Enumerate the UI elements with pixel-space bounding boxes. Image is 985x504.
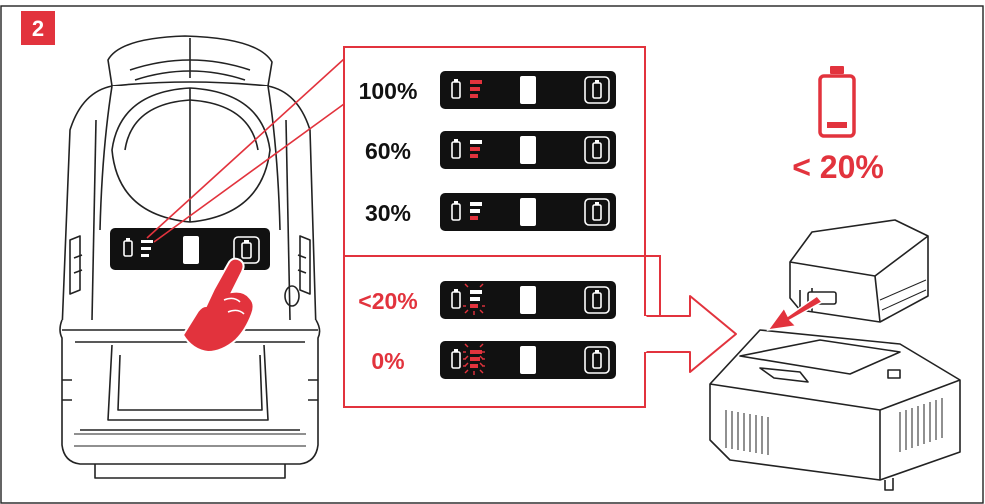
- low-battery-label: < 20%: [792, 149, 884, 185]
- battery-low-icon: [820, 66, 854, 136]
- gauge-segment: [470, 80, 482, 84]
- gauge-segment: [470, 209, 480, 213]
- tool-fuel-gauge: [110, 228, 270, 270]
- gauge-segment: [470, 357, 480, 361]
- arrow-right-icon: [645, 296, 736, 372]
- gauge-segment: [470, 94, 478, 98]
- gauge-segment: [470, 147, 480, 151]
- gauge-button: [520, 346, 536, 374]
- gauge-segment: [470, 364, 478, 368]
- level-label: 60%: [365, 138, 411, 164]
- gauge-segment: [470, 350, 482, 354]
- gauge-button: [520, 136, 536, 164]
- gauge-segment: [470, 154, 478, 158]
- step-badge-number: 2: [32, 16, 44, 41]
- level-label: 100%: [359, 78, 418, 104]
- level-label: 30%: [365, 200, 411, 226]
- level-label: <20%: [358, 288, 417, 314]
- gauge-segment: [470, 290, 482, 294]
- gauge-segment: [470, 140, 482, 144]
- gauge-button: [520, 286, 536, 314]
- level-label: 0%: [371, 348, 404, 374]
- gauge-segment: [470, 216, 478, 220]
- gauge-segment: [470, 304, 478, 308]
- charger-icon: [710, 220, 960, 490]
- gauge-button: [520, 198, 536, 226]
- gauge-segment: [470, 87, 480, 91]
- gauge-segment: [470, 297, 480, 301]
- gauge-button: [520, 76, 536, 104]
- step-badge: 2: [21, 11, 55, 45]
- gauge-segment: [470, 202, 482, 206]
